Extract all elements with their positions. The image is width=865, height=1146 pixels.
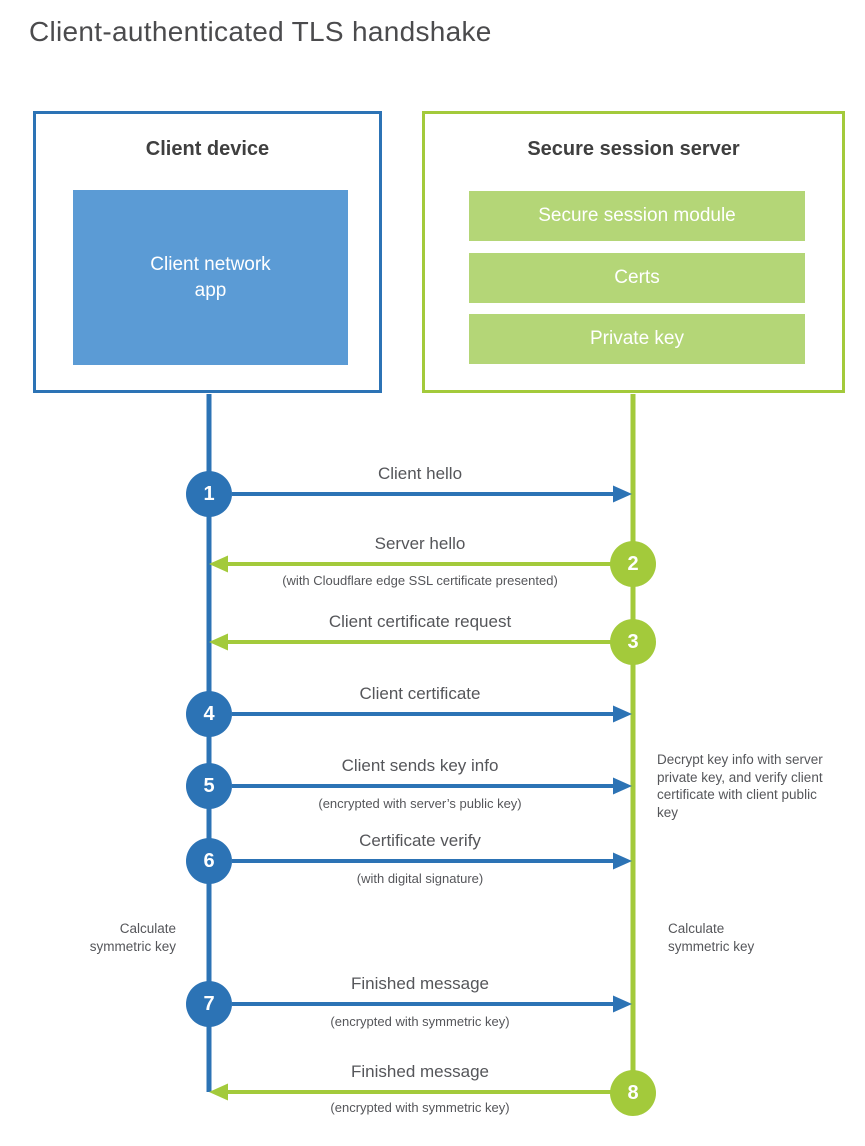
step-6-sublabel: (with digital signature) — [356, 871, 484, 886]
step-8-label: Finished message — [351, 1062, 489, 1081]
client-network-app-label: Client network app — [150, 253, 271, 301]
step-3-marker: 3 — [610, 619, 656, 665]
certs-bar: Certs — [469, 253, 805, 303]
step-8-sublabel: (encrypted with symmetric key) — [330, 1100, 510, 1115]
step-1-label: Client hello — [377, 464, 463, 483]
arrow-step-7 — [232, 995, 632, 1013]
step-5-label: Client sends key info — [341, 756, 499, 775]
secure-session-module-bar: Secure session module — [469, 191, 805, 241]
arrow-step-5 — [232, 777, 632, 795]
step-2-marker: 2 — [610, 541, 656, 587]
secure-session-server-box: Secure session server Secure session mod… — [422, 111, 845, 393]
arrow-step-8 — [209, 1083, 611, 1101]
page-title: Client-authenticated TLS handshake — [29, 16, 492, 47]
client-device-box: Client device Client network app — [33, 111, 382, 393]
arrow-step-1 — [232, 485, 632, 503]
step-7-marker: 7 — [186, 981, 232, 1027]
server-calculate-symmetric-key-note: Calculate symmetric key — [668, 921, 755, 954]
secure-session-server-title: Secure session server — [527, 138, 740, 160]
step-3-label: Client certificate request — [328, 612, 512, 631]
arrow-step-4 — [232, 705, 632, 723]
client-calculate-symmetric-key-note: Calculate symmetric key — [89, 921, 176, 954]
step-7-sublabel: (encrypted with symmetric key) — [330, 1014, 510, 1029]
step-2-label: Server hello — [374, 534, 466, 553]
step-6-marker: 6 — [186, 838, 232, 884]
server-decrypt-note: Decrypt key info with server private key… — [657, 752, 823, 820]
step-4-label: Client certificate — [359, 684, 481, 703]
step-7-label: Finished message — [351, 974, 489, 993]
arrow-step-3 — [209, 633, 611, 651]
private-key-bar: Private key — [469, 314, 805, 364]
step-2-sublabel: (with Cloudflare edge SSL certificate pr… — [282, 573, 558, 588]
step-6-label: Certificate verify — [359, 831, 481, 850]
arrow-step-2 — [209, 555, 611, 573]
client-network-app-box: Client network app — [73, 190, 348, 365]
client-device-title: Client device — [145, 138, 270, 160]
step-5-sublabel: (encrypted with server’s public key) — [318, 796, 522, 811]
step-5-marker: 5 — [186, 763, 232, 809]
arrow-step-6 — [232, 852, 632, 870]
step-8-marker: 8 — [610, 1070, 656, 1116]
step-4-marker: 4 — [186, 691, 232, 737]
step-1-marker: 1 — [186, 471, 232, 517]
